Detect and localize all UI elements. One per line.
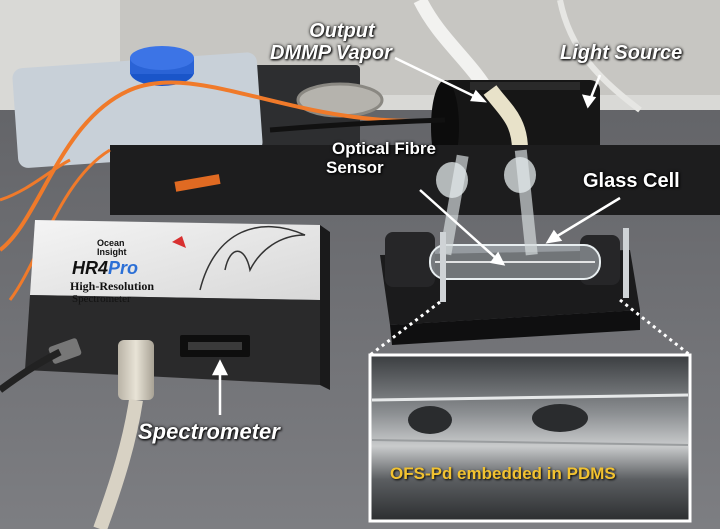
label-spectrometer: Spectrometer [138, 419, 280, 444]
glass-cell-holder [380, 149, 640, 345]
zoom-line-right [619, 298, 691, 357]
device-model-prefix: HR4 [72, 258, 109, 278]
zoom-line-left [369, 300, 441, 357]
device-subtitle-resolution: High-Resolution [70, 279, 155, 293]
device-subtitle-spectrometer: Spectrometer [72, 293, 131, 305]
inset-zoom-panel [368, 353, 692, 523]
label-glass-cell: Glass Cell [583, 170, 680, 192]
label-output-line1: Output [309, 20, 375, 42]
label-optical-line1: Optical Fibre [332, 139, 436, 158]
label-optical-fibre-sensor: Optical Fibre Sensor [326, 139, 436, 177]
annotation-arrows [211, 56, 621, 415]
device-brand-insight: Insight [97, 247, 127, 257]
label-light-source: Light Source [560, 42, 683, 64]
orange-fibre-cable [0, 80, 441, 252]
usb-cable [93, 340, 154, 529]
label-output: Output DMMP Vapor [270, 20, 392, 64]
device-model-suffix: Pro [108, 258, 139, 278]
device-brand-ocean: Ocean [97, 238, 125, 248]
label-optical-line2: Sensor [326, 157, 384, 177]
inset-caption: OFS-Pd embedded in PDMS [390, 464, 616, 483]
label-output-line2: DMMP Vapor [270, 42, 392, 64]
device-model: HR4Pro [72, 258, 138, 279]
spectrometer-device [25, 220, 330, 390]
